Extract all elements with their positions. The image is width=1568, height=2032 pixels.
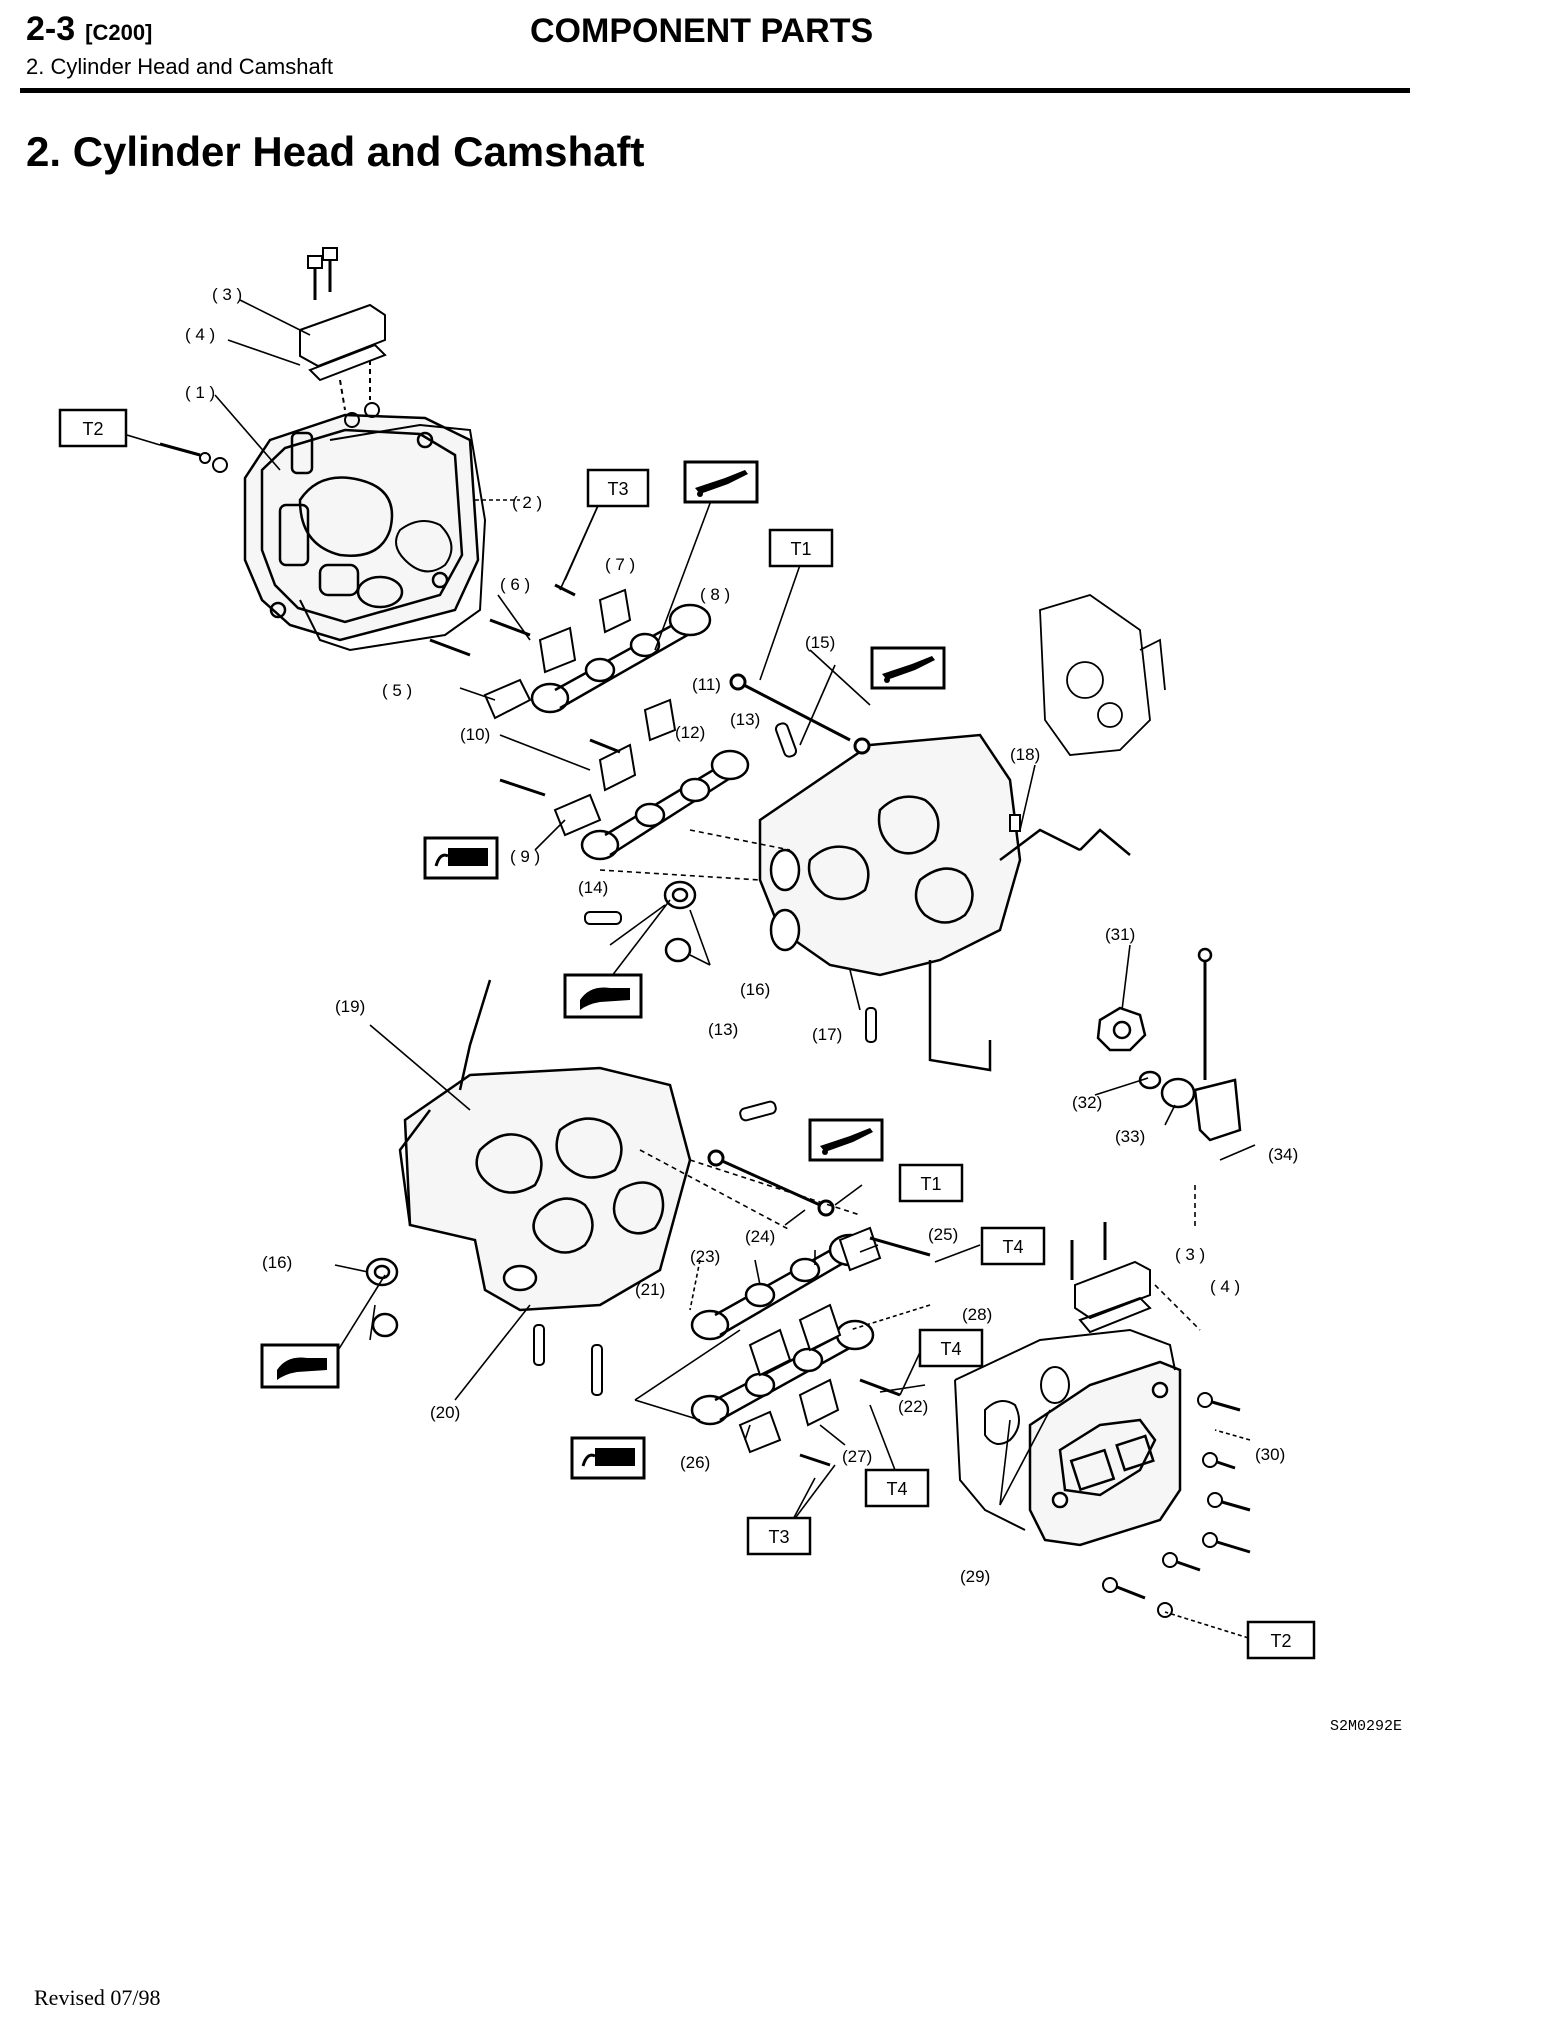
header-rule [20, 88, 1410, 93]
torque-tag-t1-mid: T1 [898, 1163, 964, 1203]
torque-tag-t1-top: T1 [768, 528, 834, 568]
rocker-cover-gasket [299, 423, 487, 652]
torque-tag-t3-top-label: T3 [607, 479, 628, 499]
callout-16-upper: (16) [740, 980, 770, 999]
oil-seals-upper [663, 880, 697, 963]
callout-20: (20) [430, 1403, 460, 1422]
liquid-gasket-icon [260, 1343, 340, 1389]
page-number: 2-3 [26, 10, 76, 48]
rocker-cover-gasket-rh [954, 1328, 1176, 1531]
callout-5: ( 5 ) [382, 681, 412, 700]
oil-filler-cover-rh [1070, 1222, 1152, 1334]
callout-31: (31) [1105, 925, 1135, 944]
liquid-gasket-icon [563, 973, 643, 1019]
callout-33: (33) [1115, 1127, 1145, 1146]
intake-camshaft [530, 603, 712, 714]
head-bolt-15 [729, 673, 871, 755]
revised-date: Revised 07/98 [34, 1985, 161, 2010]
torque-tag-t2-left: T2 [58, 408, 128, 448]
callout-15: (15) [805, 633, 835, 652]
callout-3-right: ( 3 ) [1175, 1245, 1205, 1264]
oil-can-icon [870, 646, 946, 690]
section-title: 2. Cylinder Head and Camshaft [26, 128, 645, 175]
callout-9: ( 9 ) [510, 847, 540, 866]
camshaft-caps-upper [429, 583, 677, 837]
callout-25: (25) [928, 1225, 958, 1244]
grease-icon [570, 1436, 646, 1480]
torque-tag-t1-top-label: T1 [790, 539, 811, 559]
callout-10: (10) [460, 725, 490, 744]
torque-tag-t4-a-label: T4 [1002, 1237, 1023, 1257]
figure-id: S2M0292E [1330, 1718, 1403, 1735]
callout-30: (30) [1255, 1445, 1285, 1464]
torque-tag-t2-right-label: T2 [1270, 1631, 1291, 1651]
oil-filler-cover [299, 247, 387, 428]
oil-can-icon [683, 460, 759, 504]
cam-sprocket-parts [1096, 947, 1242, 1142]
callout-34: (34) [1268, 1145, 1298, 1164]
callout-27: (27) [842, 1447, 872, 1466]
callout-3: ( 3 ) [212, 285, 242, 304]
callout-26: (26) [680, 1453, 710, 1472]
callout-4: ( 4 ) [185, 325, 215, 344]
callout-23: (23) [690, 1247, 720, 1266]
torque-tag-t1-mid-label: T1 [920, 1174, 941, 1194]
callout-8: ( 8 ) [700, 585, 730, 604]
torque-tag-t2-left-label: T2 [82, 419, 103, 439]
section-tag: [C200] [85, 20, 153, 45]
torque-tag-t3-bottom: T3 [746, 1516, 812, 1556]
torque-tag-t3-top: T3 [586, 468, 650, 508]
torque-tag-t4-b-label: T4 [940, 1339, 961, 1359]
torque-tag-t4-c-label: T4 [886, 1479, 907, 1499]
callout-32: (32) [1072, 1093, 1102, 1112]
callout-labels: ( 3 ) ( 4 ) ( 1 ) ( 2 ) ( 5 ) ( 6 ) ( 7 … [185, 285, 1298, 1586]
callout-2: ( 2 ) [512, 493, 542, 512]
callout-14: (14) [578, 878, 608, 897]
exhaust-camshaft [580, 749, 750, 861]
callout-4-right: ( 4 ) [1210, 1277, 1240, 1296]
callout-29: (29) [960, 1567, 990, 1586]
callout-13-lower: (13) [708, 1020, 738, 1039]
callout-13-upper: (13) [730, 710, 760, 729]
rh-cover-bolts [1102, 1392, 1251, 1618]
cylinder-head-lh [398, 979, 692, 1312]
callout-28: (28) [962, 1305, 992, 1324]
callout-19: (19) [335, 997, 365, 1016]
callout-7: ( 7 ) [605, 555, 635, 574]
leader-lines [214, 299, 1256, 1506]
callout-6: ( 6 ) [500, 575, 530, 594]
torque-tag-t3-bottom-label: T3 [768, 1527, 789, 1547]
callout-24: (24) [745, 1227, 775, 1246]
grease-icon [423, 836, 499, 880]
engine-block-sketch [1039, 594, 1166, 756]
torque-tags: T2 T3 T1 T1 T4 T4 T4 T3 [58, 408, 1316, 1660]
dowel-pins-lower [533, 1100, 777, 1396]
camshaft-caps-lower [738, 1226, 931, 1467]
callout-11: (11) [692, 675, 721, 694]
left-cover-bolt [159, 442, 228, 473]
callout-22: (22) [898, 1397, 928, 1416]
page-code: 2-3 [C200] [26, 10, 152, 49]
callout-17: (17) [812, 1025, 842, 1044]
callout-1: ( 1 ) [185, 383, 215, 402]
chapter-title: COMPONENT PARTS [530, 12, 874, 50]
torque-tag-t4-a: T4 [980, 1226, 1046, 1266]
torque-tag-t4-c: T4 [864, 1468, 930, 1508]
torque-tag-t4-b: T4 [918, 1328, 984, 1368]
torque-tag-t2-right: T2 [1246, 1620, 1316, 1660]
dowel-pins-upper [584, 722, 1021, 1043]
right-rocker-cover [1028, 1360, 1182, 1547]
callout-16-lower: (16) [262, 1253, 292, 1272]
left-rocker-cover [243, 413, 480, 642]
header-subtitle: 2. Cylinder Head and Camshaft [26, 54, 333, 79]
callout-18: (18) [1010, 745, 1040, 764]
oil-can-icon [808, 1118, 884, 1162]
callout-12: (12) [675, 723, 705, 742]
callout-21: (21) [635, 1280, 665, 1299]
cylinder-head-rh [758, 733, 1131, 1072]
